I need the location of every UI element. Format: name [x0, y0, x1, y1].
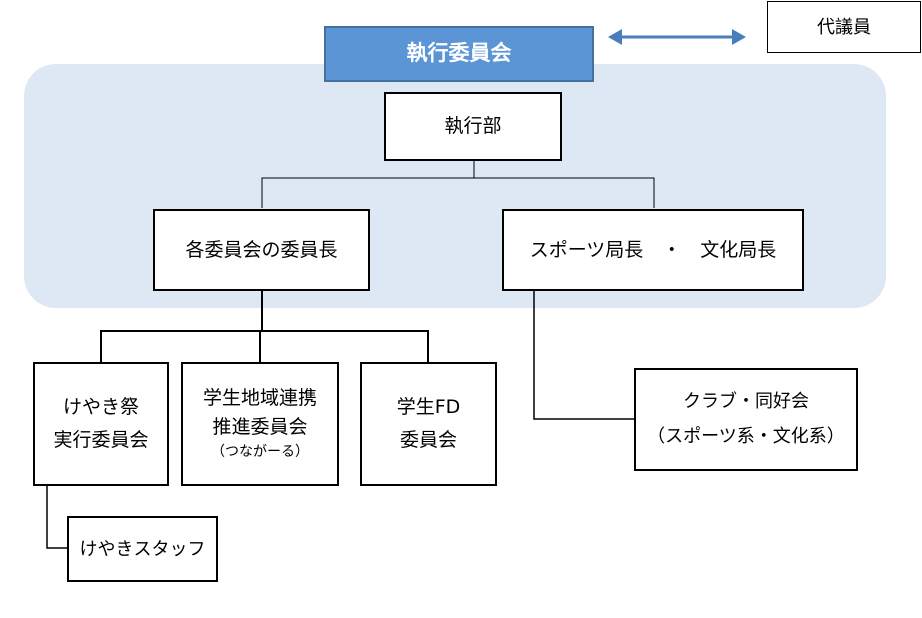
student-fd-line1: 学生FD: [396, 395, 461, 418]
keyaki-staff-label: けやきスタッフ: [79, 538, 206, 560]
student-fd-line2: 委員会: [399, 429, 457, 451]
clubs-box: クラブ・同好会 （スポーツ系・文化系）: [634, 368, 858, 471]
executive-committee-label: 執行委員会: [406, 41, 512, 66]
executive-department-label: 執行部: [444, 115, 502, 138]
keyaki-festival-line2: 実行委員会: [53, 429, 149, 451]
community-link-line2: 推進委員会: [212, 415, 308, 438]
committee-chairs-box: 各委員会の委員長: [153, 209, 370, 291]
keyaki-staff-box: けやきスタッフ: [67, 516, 218, 582]
bureau-chiefs-label: スポーツ局長 ・ 文化局長: [529, 238, 777, 261]
bureau-chiefs-box: スポーツ局長 ・ 文化局長: [502, 209, 804, 291]
executive-committee-box: 執行委員会: [324, 26, 594, 82]
double-arrow-icon: [608, 29, 746, 45]
community-link-box: 学生地域連携 推進委員会 （つながーる）: [181, 362, 339, 486]
keyaki-festival-box: けやき祭 実行委員会: [33, 362, 169, 486]
keyaki-festival-line1: けやき祭: [62, 395, 139, 418]
clubs-line1: クラブ・同好会: [683, 391, 809, 413]
community-link-nickname: （つながーる）: [211, 444, 309, 461]
representatives-box: 代議員: [767, 1, 921, 53]
committee-chairs-label: 各委員会の委員長: [185, 238, 338, 261]
executive-department-box: 執行部: [384, 92, 562, 161]
student-fd-box: 学生FD 委員会: [360, 362, 497, 486]
clubs-line2: （スポーツ系・文化系）: [647, 425, 845, 447]
representatives-label: 代議員: [817, 16, 871, 38]
community-link-line1: 学生地域連携: [202, 387, 317, 410]
